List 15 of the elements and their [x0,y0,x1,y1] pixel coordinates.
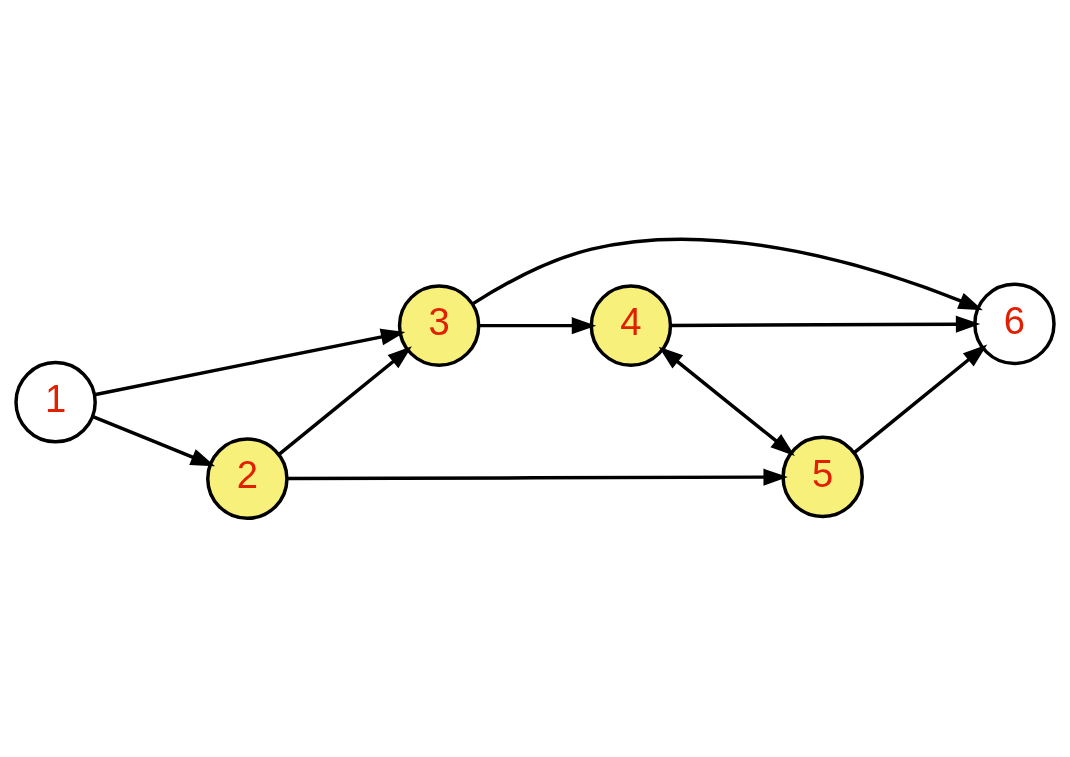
arrow [94,328,406,397]
arrow [287,468,788,486]
node-circle: 6 [973,282,1056,366]
node-circle: 3 [397,284,481,367]
arrow [658,346,795,456]
arrow [478,317,597,335]
arrow [853,344,988,454]
node-circle: 5 [781,435,864,519]
node-circle: 4 [589,284,673,367]
arrow [670,315,981,333]
node-circle: 2 [206,437,289,520]
arrow [91,414,216,467]
arrow [471,237,983,311]
node-circle: 1 [14,360,97,444]
arrow [278,346,412,456]
